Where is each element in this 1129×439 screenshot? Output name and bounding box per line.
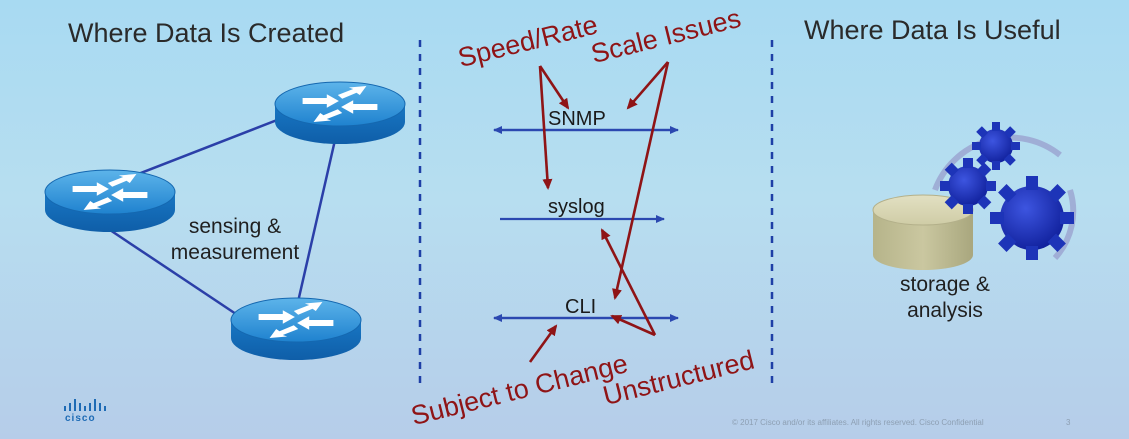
right-caption: storage & analysis: [880, 272, 1010, 324]
router-left-icon: [44, 169, 176, 232]
issue-arrows: [528, 61, 670, 363]
left-caption-line2: measurement: [170, 241, 300, 264]
right-caption-line1: storage &: [900, 273, 990, 296]
left-title: Where Data Is Created: [68, 18, 345, 48]
right-title: Where Data Is Useful: [804, 15, 1061, 45]
copyright-text: © 2017 Cisco and/or its affiliates. All …: [732, 418, 984, 427]
syslog-label: syslog: [548, 196, 605, 218]
cisco-logo-text: cisco: [65, 413, 96, 424]
cli-label: CLI: [565, 296, 597, 318]
storage-cylinder-icon: [872, 194, 974, 270]
left-caption-line1: sensing &: [188, 215, 282, 238]
cisco-logo-icon: [64, 399, 106, 411]
left-caption: sensing & measurement: [160, 214, 310, 266]
router-top-icon: [274, 81, 406, 144]
page-number: 3: [1066, 418, 1071, 427]
right-caption-line2: analysis: [907, 299, 983, 322]
router-bottom-icon: [230, 297, 362, 360]
snmp-label: SNMP: [548, 108, 606, 130]
protocol-arrows: [493, 126, 679, 322]
